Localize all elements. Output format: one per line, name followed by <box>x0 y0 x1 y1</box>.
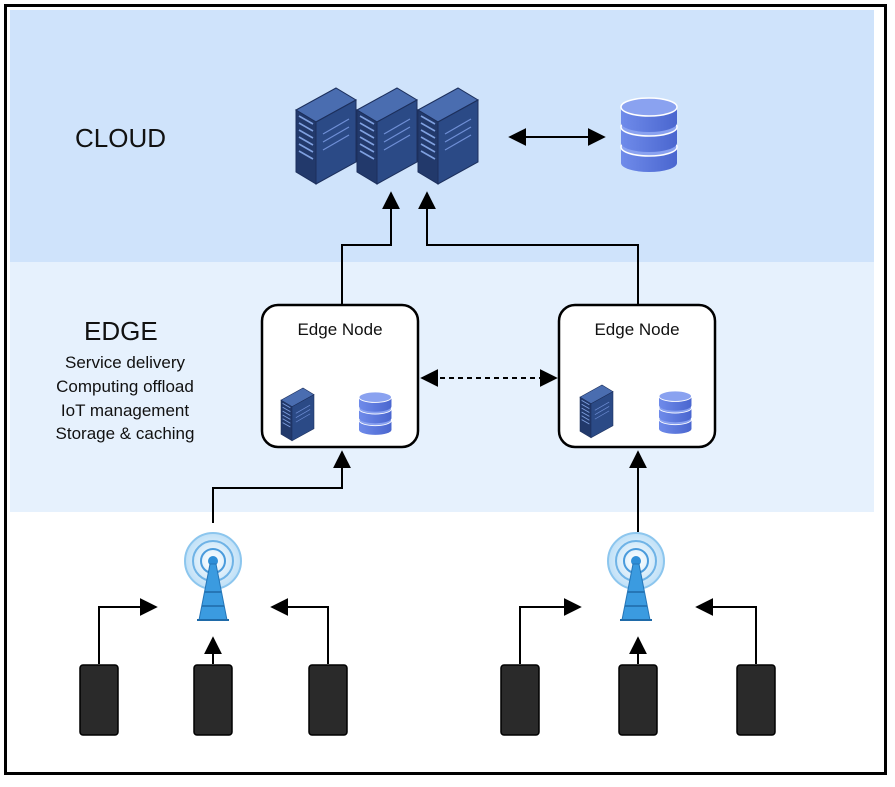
cloud-server-icon <box>294 87 358 185</box>
edge-tier-label: EDGE <box>84 316 158 346</box>
edge-server-icon <box>280 387 315 442</box>
mobile-device-icon <box>79 664 119 736</box>
mobile-device-icon <box>308 664 348 736</box>
mobile-device-icon <box>500 664 540 736</box>
edge-server-icon <box>579 384 614 439</box>
device-to-tower-link <box>519 598 582 664</box>
device-to-tower-link <box>695 598 757 664</box>
edge-to-cloud-link-left <box>341 191 400 305</box>
edge-to-cloud-link-right <box>418 191 639 305</box>
cloud-tier-label: CLOUD <box>75 123 167 153</box>
cloud-server-cluster <box>294 87 480 185</box>
diagram-border <box>4 4 887 775</box>
edge-tier-band <box>10 262 874 512</box>
device-to-tower-link <box>270 598 329 664</box>
edge-capability-storage-caching: Storage & caching <box>55 424 195 443</box>
mobile-device-icon <box>618 664 658 736</box>
edge-node-title: Edge Node <box>297 320 383 339</box>
mobile-device-icon <box>736 664 776 736</box>
cloud-server-icon <box>355 87 419 185</box>
cell-tower-icon <box>184 532 242 621</box>
device-to-tower-link <box>98 598 158 664</box>
edge-database-icon <box>358 391 392 435</box>
mobile-device-icon <box>193 664 233 736</box>
cloud-server-icon <box>416 87 480 185</box>
edge-node-title: Edge Node <box>594 320 680 339</box>
cloud-database-icon <box>620 97 678 172</box>
cell-tower-icon <box>607 532 665 621</box>
tower-to-edge-link-left <box>212 450 351 523</box>
edge-capability-computing-offload: Computing offload <box>56 377 194 396</box>
edge-database-icon <box>658 390 692 434</box>
edge-capability-service-delivery: Service delivery <box>65 353 185 372</box>
edge-capability-iot-management: IoT management <box>60 401 190 420</box>
device-tier-band <box>10 512 874 770</box>
